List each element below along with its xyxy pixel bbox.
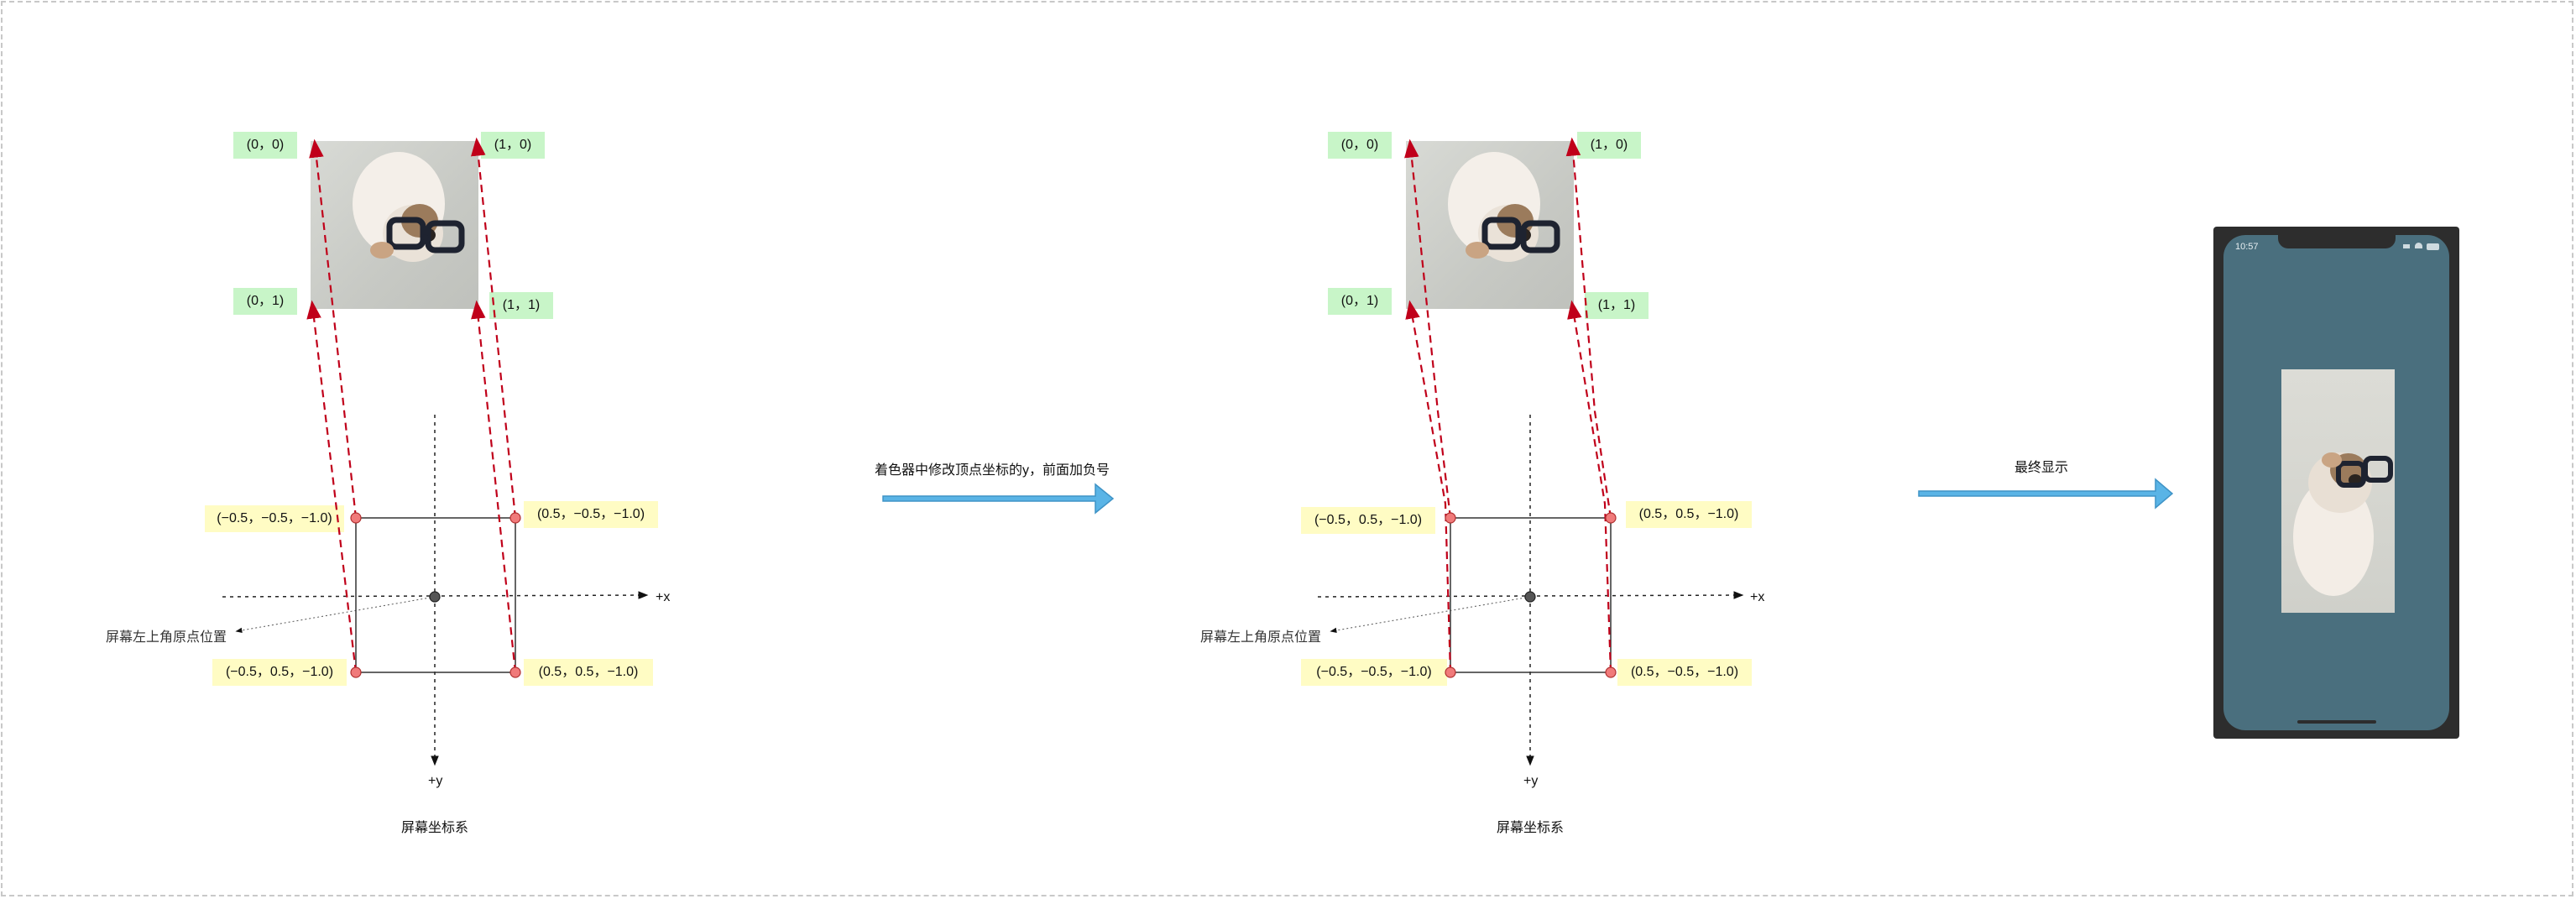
phone-mockup: 10:57 <box>2213 227 2459 739</box>
vertex-point-tl <box>1445 512 1456 524</box>
signal-icon <box>2403 244 2410 248</box>
vertex-label-top-right: (0.5，−0.5，−1.0) <box>524 501 658 528</box>
origin-note: 屏幕左上角原点位置 <box>106 630 227 645</box>
tex-label-bottom-left: (0，1) <box>1328 288 1392 315</box>
phone-notch <box>2278 235 2396 248</box>
origin-pointer <box>1330 596 1531 634</box>
tex-label-bottom-left: (0，1) <box>233 288 297 315</box>
vertex-label-bottom-right: (0.5，−0.5，−1.0) <box>1617 659 1752 686</box>
final-arrow-label: 最终显示 <box>2014 461 2069 475</box>
transform-arrow <box>882 483 1115 515</box>
status-time: 10:57 <box>2235 242 2259 252</box>
tex-line-tr <box>471 137 517 519</box>
origin-note: 屏幕左上角原点位置 <box>1200 630 1322 645</box>
vertex-label-top-left: (−0.5，−0.5，−1.0) <box>205 505 344 532</box>
x-axis-label: +x <box>656 590 671 604</box>
tex-line-tr <box>1565 137 1612 519</box>
wifi-icon <box>2415 243 2422 248</box>
tex-line-bl <box>1405 300 1452 673</box>
final-arrow <box>1918 478 2174 510</box>
y-axis-label: +y <box>428 774 443 788</box>
vertex-label-top-right: (0.5，0.5，−1.0) <box>1626 501 1752 528</box>
vertex-point-tl <box>350 512 362 524</box>
panel-caption: 屏幕坐标系 <box>401 821 469 835</box>
vertex-point-tr <box>509 512 521 524</box>
flipped-panel-graphics <box>1317 137 1744 766</box>
texture-image <box>1406 141 1574 309</box>
displayed-image <box>2281 369 2395 613</box>
vertex-label-bottom-right: (0.5，0.5，−1.0) <box>524 659 653 686</box>
texture-image <box>311 141 478 309</box>
battery-icon <box>2427 243 2439 250</box>
tex-label-top-left: (0，0) <box>233 132 297 159</box>
quad-rect <box>1450 517 1612 673</box>
origin-point <box>429 591 441 603</box>
y-axis-label: +y <box>1523 774 1539 788</box>
vertex-label-top-left: (−0.5，0.5，−1.0) <box>1301 507 1435 534</box>
vertex-point-bl <box>350 666 362 678</box>
tex-label-top-left: (0，0) <box>1328 132 1392 159</box>
tex-line-br <box>1567 300 1612 673</box>
x-axis-label: +x <box>1750 590 1765 604</box>
phone-screen: 10:57 <box>2223 235 2449 730</box>
tex-line-bl <box>306 300 358 673</box>
transform-arrow-label: 着色器中修改顶点坐标的y，前面加负号 <box>875 463 1110 478</box>
left-panel-graphics <box>222 137 649 766</box>
tex-label-top-right: (1，0) <box>1577 132 1641 159</box>
home-indicator <box>2297 720 2376 724</box>
vertex-point-br <box>509 666 521 678</box>
tex-label-bottom-right: (1，1) <box>1585 292 1649 319</box>
vertex-point-tr <box>1605 512 1617 524</box>
panel-caption: 屏幕坐标系 <box>1497 821 1565 835</box>
tex-label-top-right: (1，0) <box>481 132 545 159</box>
vertex-label-bottom-left: (−0.5，−0.5，−1.0) <box>1301 659 1447 686</box>
tex-line-br <box>471 300 517 673</box>
origin-point <box>1524 591 1536 603</box>
quad-rect <box>355 517 516 673</box>
vertex-point-br <box>1605 666 1617 678</box>
vertex-point-bl <box>1445 666 1456 678</box>
vertex-label-bottom-left: (−0.5，0.5，−1.0) <box>212 659 347 686</box>
tex-line-tl <box>309 139 358 519</box>
tex-line-tl <box>1404 139 1452 519</box>
origin-pointer <box>235 596 436 634</box>
tex-label-bottom-right: (1，1) <box>489 292 553 319</box>
